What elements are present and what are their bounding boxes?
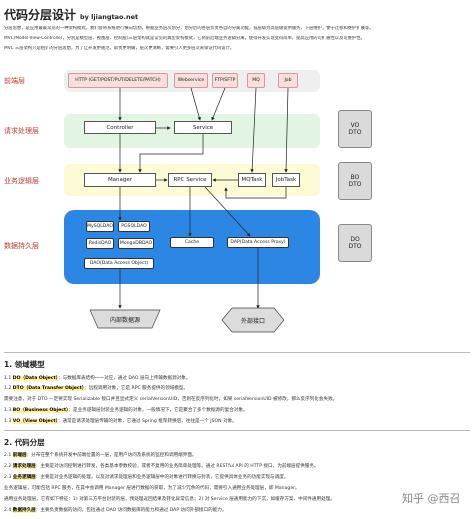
persist-box-mysqldao: MySQLDAO: [86, 221, 114, 232]
layer-label-request: 请求处理层: [4, 127, 39, 135]
section2-line-4: 业务逻辑层，可能包括 RPC 服务，在其中会调用 Manager 层进行数据的获…: [4, 486, 300, 491]
front-box-ftp: FTP/SFTP: [212, 73, 238, 88]
section2-line-2: 2.2 请求处理层：主要是对访问控制进行转发，各类基本参数校验，或者不复用的业务…: [4, 464, 319, 469]
front-box-webservice: Webservice: [174, 73, 208, 88]
dto-box-vo-bottom: DTO: [348, 129, 362, 136]
front-box-mq: MQ: [247, 73, 265, 88]
persist-box-dap: DAP(Data Access Proxy): [227, 237, 289, 248]
section1-line-1: 1.1 DO（Data Object）：与数据库表结构一一对应，通过 DAO 层…: [4, 376, 191, 381]
section2-line-6: 2.4 数据持久层：主要负责数据的访问，包括通过 DAO 访问数据库的能力和通过…: [4, 508, 227, 513]
section1-line-5: 1.3 VO（View Object）：通常是请求处理层传输的对象，它通过 Sp…: [4, 419, 237, 424]
dto-box-do-top: DO: [350, 236, 360, 243]
section-divider-2: [4, 430, 470, 431]
dto-box-vo-top: VO: [350, 122, 360, 129]
request-box-controller: Controller: [84, 121, 156, 134]
dto-box-bo-top: BO: [350, 174, 360, 181]
logic-box-manager: Manager: [84, 173, 156, 187]
persist-box-mongodbdao: MongoDBDAO: [118, 238, 154, 249]
layer-label-logic: 业务逻辑层: [4, 177, 39, 185]
section2-line-5: 通用业务处理层，它有如下特征：1) 对第三方平台封装的层，预处理返回结果及转化异…: [4, 497, 335, 502]
persist-box-cache: Cache: [170, 237, 214, 248]
front-box-job: Job: [278, 73, 298, 88]
intro-paragraph-1: 分层思想，是应用最最常见的一种架构模式，我们会将系统进行横向切割，根据业务层次划…: [4, 26, 374, 31]
title-text: 代码分层设计: [4, 8, 77, 22]
section2-heading: 2. 代码分层: [4, 438, 45, 447]
section1-line-4: 1.3 BO（Business Object）：是业务逻辑层封装业务逻辑的对象，…: [4, 408, 248, 413]
dto-box-bo-bottom: DTO: [348, 181, 362, 188]
section1-line-2: 1.2 DTO（Data Transfer Object）：远程调用对象，它是 …: [4, 386, 189, 391]
front-box-http: HTTP (GET/POST/PUT/DELETE/PATCH): [68, 73, 168, 88]
layer-label-persist: 数据持久层: [4, 242, 39, 250]
persist-box-dao: DAO(Data Access Object): [84, 258, 154, 269]
arrow-job-jobtask: [284, 87, 289, 173]
dto-box-do-bottom: DTO: [348, 243, 362, 250]
request-box-service: Service: [174, 121, 232, 134]
dto-box-bo: BO DTO: [338, 162, 372, 200]
arrow-rpc-dap: [204, 186, 251, 237]
arrow-ftp-service: [211, 87, 226, 121]
dto-box-vo: VO DTO: [338, 110, 372, 148]
storage-external-label: 外部接口: [240, 318, 265, 325]
external-interface-shape: [221, 307, 285, 333]
section-divider-1: [4, 352, 470, 353]
architecture-diagram: 前端层 请求处理层 业务逻辑层 数据持久层 HTTP (GET/POST/PUT…: [0, 58, 474, 348]
logic-box-rpc-service: RPC Service: [168, 173, 212, 187]
persist-box-pgsqldao: PGSQLDAO: [118, 221, 150, 232]
persist-box-redisdao: RedisDAO: [86, 238, 114, 249]
diagram-connectors: [89, 87, 289, 333]
arrow-mq-mqtask: [250, 87, 257, 173]
section1-line-3: 需要注意，对于 DTO 一定要实现 Serializable 接口并且显式定义 …: [4, 397, 338, 402]
logic-box-jobtask: JobTask: [272, 173, 300, 187]
arrow-jobtask-rpc: [224, 187, 287, 199]
layer-label-front: 前端层: [4, 77, 25, 85]
section1-heading: 1. 领域模型: [4, 360, 45, 369]
byline: by ljiangtao.net: [80, 13, 139, 21]
storage-internal-label: 内部数据源: [109, 317, 140, 324]
intro-paragraph-2: MVC(Model-View-Controller，分别是模型层、视图层、控制层…: [4, 36, 365, 41]
section2-line-3: 2.3 业务逻辑层：主要是对业务逻辑的处理，以及对请求处理层和业务逻辑层中的对象…: [4, 475, 289, 480]
logic-box-mqtask: MQTask: [238, 173, 266, 187]
section2-line-1: 2.1 前端层：分布在整个系统开发中前端位置的一层，是用户访问及系统的监控和调用…: [4, 453, 197, 458]
arrow-webservice-service: [190, 87, 201, 121]
watermark: 知乎 @西召: [402, 492, 461, 505]
internal-datasource-shape: [89, 309, 161, 329]
arrow-service-manager: [138, 134, 204, 173]
dto-box-do: DO DTO: [338, 224, 372, 262]
intro-paragraph-3: MVC 三层架构只是粗犷的分层思想，为了让开发更规范，职责更明确，层次更清晰，需…: [4, 46, 235, 51]
